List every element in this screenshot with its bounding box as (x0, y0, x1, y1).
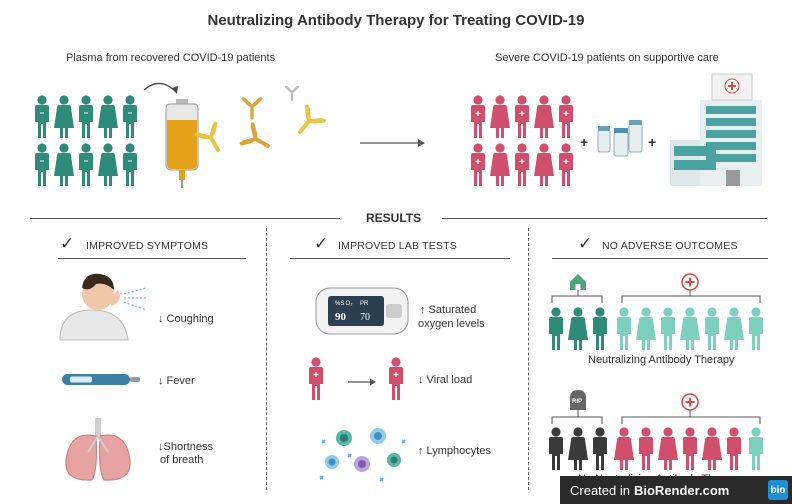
thermometer-icon (62, 374, 140, 385)
antibody-icons-gray (284, 85, 300, 102)
rip-label: RIP (572, 399, 582, 405)
viral-load-persons (309, 357, 403, 400)
plasma-bag-icon (165, 99, 199, 188)
plus-sign-1: + (580, 134, 589, 150)
watermark-brand: BioRender.com (633, 482, 730, 498)
results-heading: RESULTS (366, 211, 422, 225)
check-icon: ✓ (60, 234, 75, 253)
antibody-icons-yellow (194, 104, 326, 158)
nab-therapy-label: Neutralizing Antibody Therapy (588, 354, 735, 366)
arrowhead-icon (172, 86, 178, 94)
viral-load-cross-marks (313, 372, 399, 377)
pr-value: 70 (360, 312, 370, 323)
hospital-cross-icon (681, 273, 699, 291)
plus-sign-2: + (648, 134, 657, 150)
page-title: Neutralizing Antibody Therapy for Treati… (207, 12, 585, 29)
no-nab-deceased-patients (549, 427, 607, 470)
oxygen-levels-label: oxygen levels (418, 318, 485, 330)
lymphocytes-label: ↑ Lymphocytes (418, 445, 491, 457)
results-rule-left (30, 218, 340, 219)
nab-home-patients (549, 307, 607, 350)
coughing-label: ↓ Coughing (158, 313, 214, 325)
severe-patients-label: Severe COVID-19 patients on supportive c… (495, 52, 719, 64)
hospital-building-icon (670, 73, 762, 186)
biorender-watermark[interactable]: Created in BioRender.com bio (560, 476, 792, 504)
coughing-person-icon (59, 273, 148, 341)
medicine-vials-icon (597, 120, 643, 157)
improved-lab-tests-header: IMPROVED LAB TESTS (338, 240, 457, 252)
saturated-label: ↑ Saturated (420, 304, 477, 316)
plasma-label: Plasma from recovered COVID-19 patients (66, 52, 276, 64)
no-nab-hospital-patients (614, 427, 741, 470)
no-adverse-outcomes-header: NO ADVERSE OUTCOMES (602, 240, 738, 252)
pulse-oximeter-icon (315, 287, 409, 335)
of-breath-label: of breath (160, 454, 204, 466)
hospital-cross-icon (681, 393, 699, 411)
lymphocytes-icon (319, 428, 406, 482)
no-nab-recovered-patient (749, 427, 763, 470)
recovered-shirt-marks (40, 112, 132, 162)
check-icon: ✓ (578, 234, 593, 253)
shortness-label: ↓Shortness (158, 441, 214, 453)
viral-load-label: ↓ Viral load (418, 374, 473, 386)
watermark-text: Created in (570, 482, 630, 498)
column-divider-1 (266, 228, 267, 490)
results-rule-right (442, 218, 767, 219)
biorender-logo: bio (768, 480, 788, 500)
column-divider-2 (528, 228, 529, 490)
col1-underline (58, 258, 246, 259)
gravestone-icon (570, 390, 586, 410)
antibody-icons-orange (239, 97, 276, 158)
curved-arrow-icon (143, 82, 177, 93)
improved-symptoms-header: IMPROVED SYMPTOMS (86, 240, 209, 252)
nab-hospital-patients (617, 307, 763, 350)
hospital-bracket-2 (621, 416, 761, 424)
deceased-bracket (551, 416, 603, 424)
hospital-bracket (621, 295, 761, 303)
lungs-icon (65, 418, 131, 481)
fever-label: ↓ Fever (158, 375, 195, 387)
col2-underline (290, 258, 510, 259)
col3-underline (552, 258, 768, 259)
home-bracket (551, 295, 603, 303)
severe-patients-group (471, 95, 573, 186)
patient-cross-marks (475, 111, 569, 164)
viral-load-arrowhead-icon (370, 378, 376, 386)
pr-label: PR (360, 301, 369, 307)
spo2-value: 90 (335, 311, 347, 323)
long-arrowhead-icon (418, 139, 425, 147)
check-icon: ✓ (314, 234, 329, 253)
spo2-label: %S O₂ (335, 301, 353, 307)
home-icon (570, 274, 586, 290)
recovered-patients-group (35, 95, 137, 186)
